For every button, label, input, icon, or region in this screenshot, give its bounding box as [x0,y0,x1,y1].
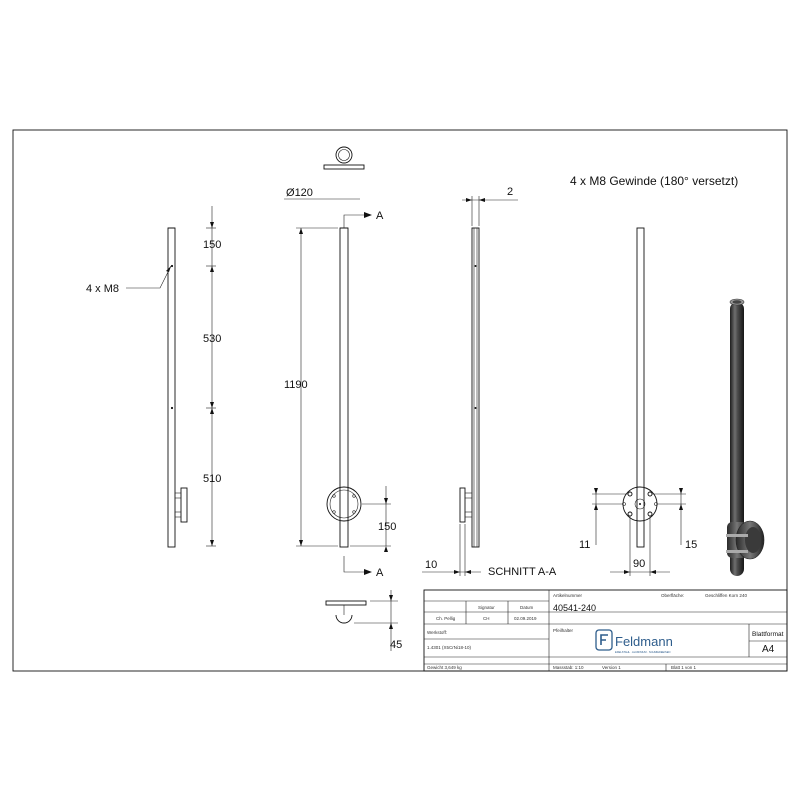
back-tube [636,227,645,548]
tb-article: 40541-240 [553,603,596,613]
tb-title-label: Pfeilhalter [553,628,574,633]
dim-1190: 1190 [284,379,308,391]
tb-sig: CH [483,616,490,621]
tb-name: Ch. Pellig [436,616,456,621]
section-mark-top: A [376,210,384,222]
thread-hole [170,264,174,268]
tb-sheet: Blatt 1 von 1 [671,665,697,670]
side-view: 4 x M8 150 530 510 [86,206,221,548]
front-view: Ø120 A A 1190 150 [284,146,402,651]
back-view: 11 15 90 [579,227,697,576]
side-tube [167,227,176,548]
dim-11: 11 [579,539,590,551]
svg-text:Feldmann: Feldmann [615,634,673,649]
bottom-base [325,600,367,606]
sheet-frame [12,129,788,672]
dim-offset-45: 45 [390,639,402,651]
company-logo: Feldmann EDELSTAHL · ALUMINIUM · SCHMIED… [595,629,673,654]
iso-tube [730,302,744,576]
title-block: Signatur Datum Ch. Pellig CH 02.09.2019 … [423,589,788,672]
tb-material-label: Werkstoff: [427,630,447,635]
tb-surface: Geschliffen Korn 240 [705,593,747,598]
dim-15: 15 [685,539,697,551]
iso-view [726,298,765,576]
tb-material: 1.4301 (X5CrNi18-10) [427,645,472,650]
dim-90: 90 [633,558,645,570]
side-flange [180,487,188,523]
front-flange [326,486,362,522]
tb-signature-header: Signatur [478,605,495,610]
section-tube [471,227,480,548]
thread-label: 4 x M8 [86,283,119,295]
front-tube [339,227,349,548]
thread-hole [170,406,174,410]
top-base [323,164,365,170]
section-view: 2 10 SCHNITT A-A [422,186,557,578]
tb-date: 02.09.2019 [514,616,537,621]
dim-plate-10: 10 [425,559,437,571]
tb-weight: Gewicht 3,649 kg [427,665,462,670]
section-caption: SCHNITT A-A [488,566,557,578]
tube-top-circle [335,146,353,164]
dim-flange-150: 150 [378,521,396,533]
tb-format-label: Blattformat [752,631,784,638]
diameter-dim: Ø120 [286,187,313,199]
section-mark-bottom: A [376,567,384,579]
dim-510: 510 [203,473,221,485]
dim-530: 530 [203,333,221,345]
tb-article-header: Artikelnummer [553,593,583,598]
tb-surface-header: Oberfläche: [661,593,684,598]
tb-version: Version 1 [602,665,621,670]
thread-note: 4 x M8 Gewinde (180° versetzt) [570,174,738,188]
svg-text:EDELSTAHL · ALUMINIUM · SCHMIE: EDELSTAHL · ALUMINIUM · SCHMIEDEEISEN [615,650,670,654]
tb-format: A4 [762,644,775,655]
tb-date-header: Datum [520,605,534,610]
dim-wall-2: 2 [507,186,513,198]
section-plate [459,487,466,523]
tb-scale: Massstab: 1:10 [553,665,584,670]
dim-150: 150 [203,239,221,251]
